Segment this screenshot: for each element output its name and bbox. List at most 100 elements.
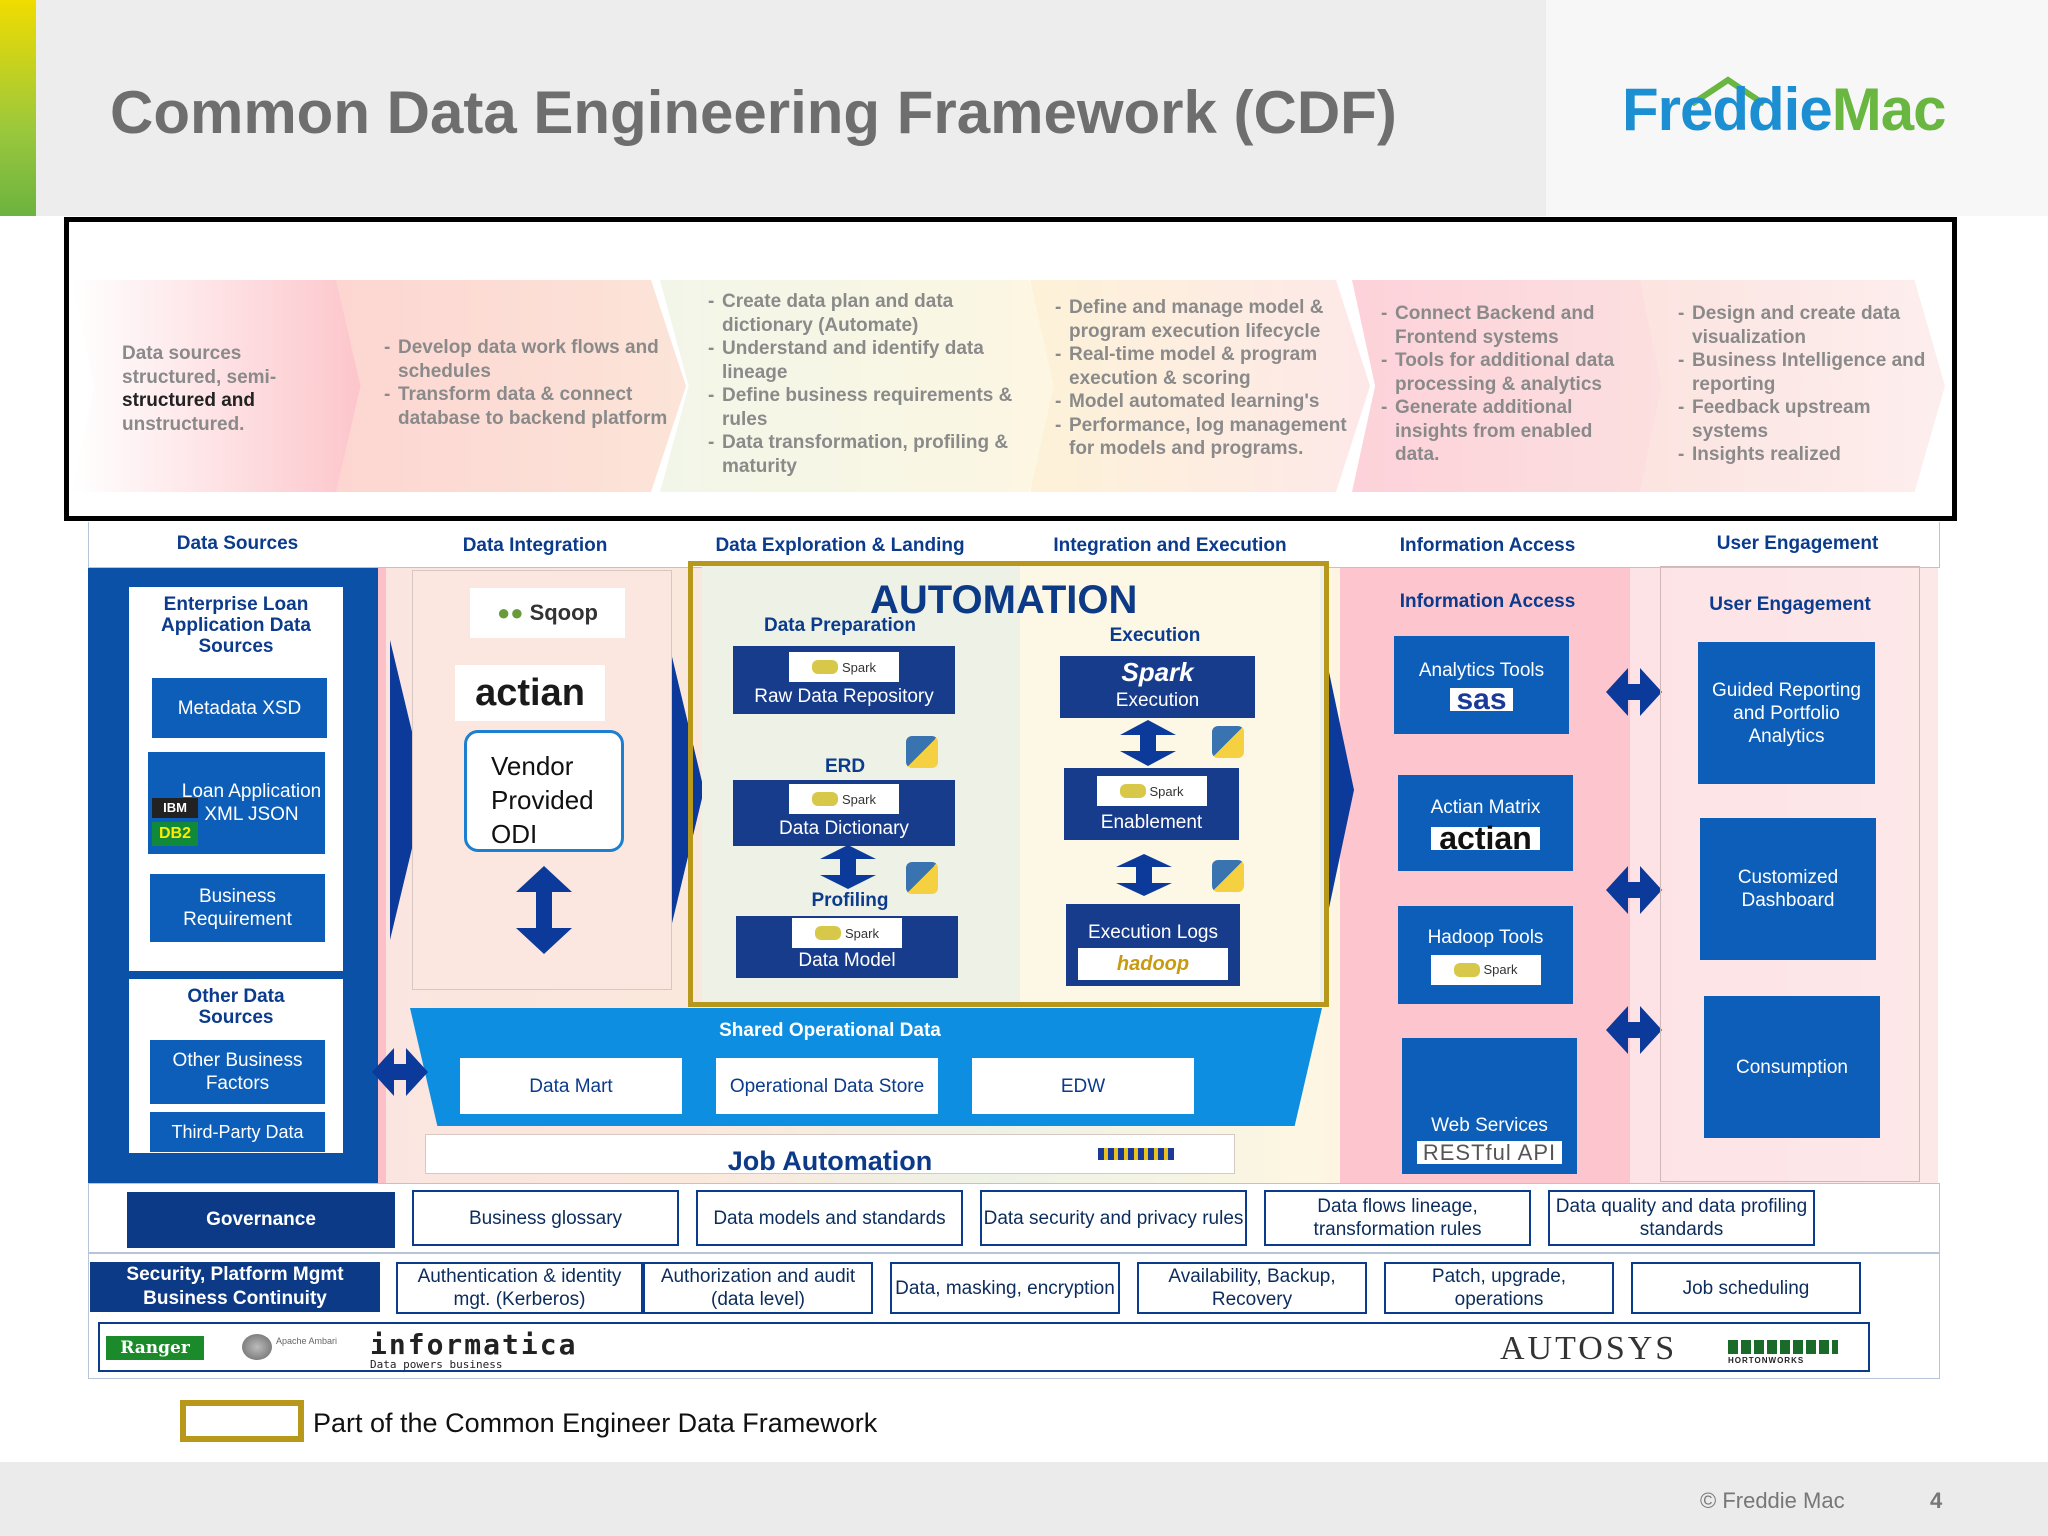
data-mart-box: Data Mart [460, 1058, 682, 1114]
business-glossary-box: Business glossary [412, 1190, 679, 1246]
tools-row [98, 1322, 1870, 1372]
stage-5-text: Connect Backend and Frontend systems Too… [1381, 302, 1639, 467]
hortonworks-logo: HORTONWORKS [1728, 1356, 1805, 1365]
stage-4-text: Define and manage model & program execut… [1055, 296, 1365, 461]
guided-reporting-box: Guided Reporting and Portfolio Analytics [1698, 642, 1875, 784]
double-arrow-horizontal-icon [1606, 1006, 1662, 1054]
ranger-logo: Ranger [106, 1336, 204, 1360]
data-models-box: Data models and standards [696, 1190, 963, 1246]
authentication-box: Authentication & identity mgt. (Kerberos… [396, 1262, 643, 1314]
legend-swatch [180, 1400, 304, 1442]
double-arrow-icon [1120, 720, 1176, 766]
autosys-logo: AUTOSYS [1500, 1330, 1678, 1367]
security-row [88, 1253, 1940, 1379]
python-icon [906, 862, 938, 894]
job-automation-bar [425, 1134, 1235, 1174]
security-label: Security, Platform Mgmt Business Continu… [90, 1262, 380, 1312]
user-engagement-title: User Engagement [1709, 594, 1871, 615]
job-scheduling-box: Job scheduling [1631, 1262, 1861, 1314]
sqoop-logo: ●●Sqoop [470, 588, 625, 638]
header-background [0, 0, 1546, 216]
col-data-exploration: Data Exploration & Landing [715, 535, 965, 556]
consumption-box: Consumption [1704, 996, 1880, 1138]
panel-divider [378, 568, 386, 1183]
double-arrow-icon [1116, 854, 1172, 896]
user-engagement-panel [1660, 566, 1920, 1182]
data-masking-box: Data, masking, encryption [890, 1262, 1120, 1314]
edw-box: EDW [972, 1058, 1194, 1114]
python-icon [1212, 860, 1244, 892]
third-party-data-box: Third-Party Data [150, 1112, 325, 1152]
ambari-icon [242, 1334, 272, 1360]
actian-logo: actian [1431, 822, 1540, 854]
flow-arrow-1 [390, 640, 426, 940]
ibm-logo: IBM [152, 798, 198, 818]
flow-arrow-2 [668, 640, 704, 940]
hadoop-logo: hadoop [1078, 948, 1228, 980]
footer [0, 1462, 2048, 1536]
automation-title: AUTOMATION [870, 578, 1138, 622]
footer-copyright: © Freddie Mac [1700, 1488, 1845, 1513]
shared-operational-title: Shared Operational Data [719, 1020, 941, 1041]
customized-dashboard-box: Customized Dashboard [1700, 818, 1876, 960]
page-number: 4 [1930, 1488, 1943, 1513]
freddie-mac-logo: FreddieMac [1622, 76, 1946, 143]
col-data-sources: Data Sources [176, 533, 299, 554]
stage-2-text: Develop data work flows and schedules Tr… [384, 336, 684, 430]
double-arrow-icon [820, 845, 876, 889]
operational-data-store-box: Operational Data Store [716, 1058, 938, 1114]
patch-upgrade-box: Patch, upgrade, operations [1384, 1262, 1614, 1314]
restful-api-logo: RESTful API [1416, 1141, 1563, 1164]
availability-box: Availability, Backup, Recovery [1137, 1262, 1367, 1314]
data-flows-lineage-box: Data flows lineage, transformation rules [1264, 1190, 1531, 1246]
sas-logo: sas [1450, 685, 1513, 715]
governance-label: Governance [127, 1192, 395, 1248]
loan-application-box: Loan Application XML JSON [148, 752, 325, 854]
vendor-provided-odi-box: Vendor Provided ODI [464, 730, 624, 852]
python-icon [906, 736, 938, 768]
col-integration-execution: Integration and Execution [1053, 535, 1287, 556]
erd-label: ERD [824, 756, 866, 777]
data-security-box: Data security and privacy rules [980, 1190, 1247, 1246]
col-user-engagement: User Engagement [1716, 533, 1879, 554]
data-quality-box: Data quality and data profiling standard… [1548, 1190, 1815, 1246]
db2-logo: DB2 [152, 822, 198, 846]
metadata-xsd-box: Metadata XSD [152, 678, 327, 738]
col-information-access: Information Access [1399, 535, 1576, 556]
double-arrow-horizontal-icon [372, 1048, 428, 1096]
house-roof-icon [1690, 76, 1766, 106]
execution-label: Execution [1109, 625, 1201, 646]
python-icon [1212, 726, 1244, 758]
double-arrow-vertical-icon [516, 866, 572, 954]
spark-logo: Spark [1121, 657, 1194, 687]
data-preparation-label: Data Preparation [763, 615, 917, 636]
actian-logo: actian [455, 665, 605, 721]
authorization-box: Authorization and audit (data level) [643, 1262, 873, 1314]
job-automation-label: Job Automation [727, 1146, 933, 1176]
business-requirement-box: Business Requirement [150, 874, 325, 942]
other-sources-title: Other Data Sources [187, 986, 285, 1028]
other-business-factors-box: Other Business Factors [150, 1040, 325, 1104]
hortonworks-elephants-icon [1728, 1340, 1838, 1354]
double-arrow-horizontal-icon [1606, 866, 1662, 914]
informatica-logo: informatica [370, 1328, 578, 1361]
governance-row [88, 1183, 1940, 1253]
stage-chevron-1 [72, 280, 390, 492]
stage-3-text: Create data plan and data dictionary (Au… [708, 290, 1028, 478]
automation-frame [688, 561, 1329, 1007]
job-tool-logo [1098, 1148, 1174, 1160]
informatica-tagline: Data powers business [370, 1358, 503, 1371]
stage-6-text: Design and create data visualization Bus… [1678, 302, 1928, 467]
stage-1-text: Data sources structured, semi- structure… [122, 343, 277, 435]
logo-background [1546, 0, 2048, 216]
profiling-label: Profiling [811, 890, 889, 911]
